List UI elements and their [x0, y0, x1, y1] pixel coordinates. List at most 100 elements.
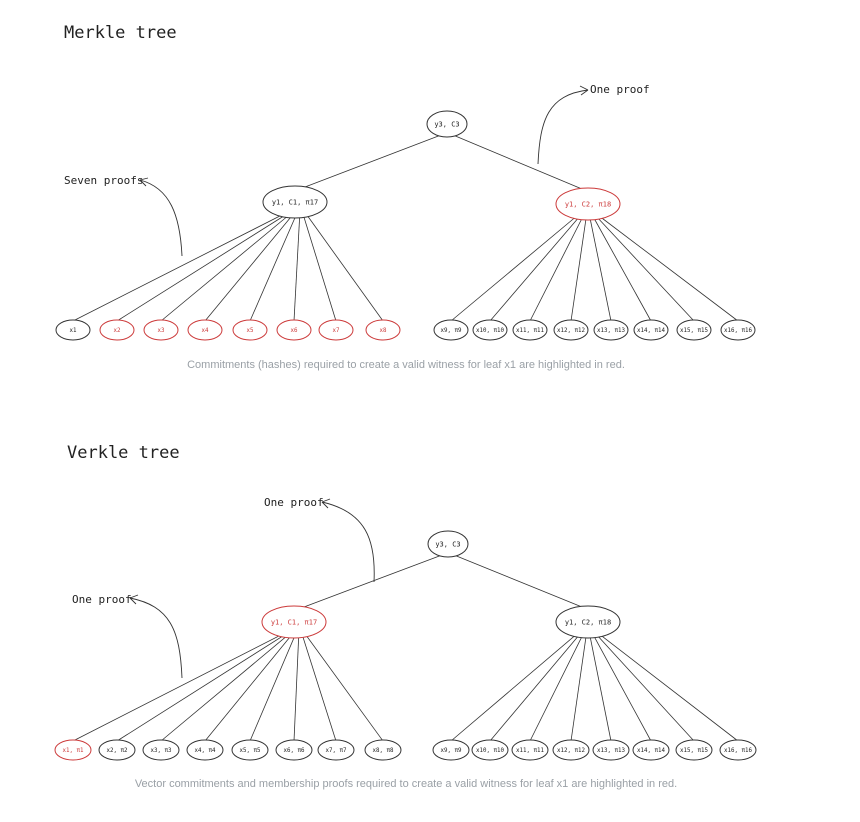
verkle-edge-mid-leaf-12 — [570, 633, 587, 742]
merkle-edge-root-mid-1 — [304, 134, 442, 188]
merkle-leaf-node-14 — [633, 319, 669, 341]
merkle-leaf-node-1 — [55, 319, 91, 341]
merkle-edge-mid-leaf-4 — [204, 213, 294, 322]
verkle-leaf-label-1: x1, π1 — [63, 748, 84, 754]
verkle-leaf-node-8 — [364, 739, 402, 761]
verkle-leaf-node-2 — [98, 739, 136, 761]
merkle-leaf-node-10 — [472, 319, 508, 341]
merkle-leaf-label-3: x3 — [158, 328, 165, 334]
verkle-edge-root-mid-2 — [453, 554, 583, 608]
verkle-edge-mid-leaf-6 — [293, 633, 300, 742]
verkle-leaf-node-4 — [186, 739, 224, 761]
merkle-edge-mid-leaf-1 — [72, 213, 284, 322]
verkle-edge-mid-leaf-1 — [72, 633, 283, 742]
verkle-leaf-label-15: x15, π15 — [680, 748, 708, 754]
merkle-leaf-label-15: x15, π15 — [680, 328, 708, 334]
merkle-edge-mid-leaf-5 — [249, 213, 297, 322]
merkle-edge-mid-leaf-6 — [293, 213, 301, 322]
verkle-leaf-node-5 — [231, 739, 269, 761]
verkle-note-one-proof-top: One proof — [264, 496, 324, 509]
merkle-leaf-node-11 — [512, 319, 548, 341]
verkle-edge-mid-leaf-2 — [116, 633, 287, 742]
verkle-leaf-node-9 — [432, 739, 470, 761]
verkle-mid-label-1: y1, C1, π17 — [271, 619, 317, 627]
merkle-leaf-label-13: x13, π13 — [597, 328, 625, 334]
merkle-edge-mid-leaf-3 — [160, 213, 291, 322]
verkle-leaf-node-12 — [552, 739, 590, 761]
merkle-leaf-node-12 — [553, 319, 589, 341]
merkle-leaf-node-5 — [232, 319, 268, 341]
verkle-leaf-node-14 — [632, 739, 670, 761]
merkle-edge-mid-leaf-11 — [529, 215, 584, 322]
verkle-edge-mid-leaf-11 — [529, 633, 584, 742]
merkle-mid-node-1 — [262, 185, 328, 219]
merkle-leaf-label-10: x10, π10 — [476, 328, 504, 334]
verkle-leaf-node-1 — [54, 739, 92, 761]
merkle-edge-mid-leaf-9 — [450, 215, 578, 322]
verkle-leaf-label-12: x12, π12 — [557, 748, 585, 754]
verkle-leaf-label-5: x5, π5 — [240, 748, 261, 754]
verkle-edge-root-mid-1 — [303, 554, 443, 608]
merkle-leaf-node-15 — [676, 319, 712, 341]
merkle-leaf-node-9 — [433, 319, 469, 341]
merkle-edge-mid-leaf-14 — [592, 215, 652, 322]
verkle-leaf-label-2: x2, π2 — [107, 748, 128, 754]
verkle-edge-mid-leaf-16 — [598, 633, 739, 742]
merkle-edge-mid-leaf-2 — [116, 213, 288, 322]
merkle-edge-mid-leaf-12 — [570, 215, 587, 322]
verkle-leaf-label-9: x9, π9 — [441, 748, 462, 754]
merkle-leaf-label-6: x6 — [291, 328, 298, 334]
merkle-mid-label-1: y1, C1, π17 — [272, 199, 318, 207]
verkle-root-node — [427, 530, 469, 558]
verkle-leaf-node-11 — [511, 739, 549, 761]
verkle-leaf-label-13: x13, π13 — [597, 748, 625, 754]
verkle-edge-mid-leaf-9 — [450, 633, 578, 742]
verkle-leaf-node-6 — [275, 739, 313, 761]
merkle-leaf-label-14: x14, π14 — [637, 328, 665, 334]
merkle-leaf-node-16 — [720, 319, 756, 341]
merkle-leaf-label-11: x11, π11 — [516, 328, 544, 334]
verkle-caption: Vector commitments and membership proofs… — [135, 778, 677, 790]
merkle-leaf-label-12: x12, π12 — [557, 328, 585, 334]
merkle-leaf-node-6 — [276, 319, 312, 341]
verkle-edge-mid-leaf-7 — [301, 633, 337, 742]
merkle-leaf-label-16: x16, π16 — [724, 328, 752, 334]
verkle-arrow-one-proof-top — [321, 498, 375, 583]
verkle-leaf-label-6: x6, π6 — [284, 748, 305, 754]
merkle-mid-label-2: y1, C2, π18 — [565, 201, 611, 209]
verkle-leaf-label-16: x16, π16 — [724, 748, 752, 754]
verkle-leaf-node-15 — [675, 739, 713, 761]
verkle-leaf-node-7 — [317, 739, 355, 761]
merkle-edge-mid-leaf-13 — [589, 215, 612, 322]
merkle-leaf-node-3 — [143, 319, 179, 341]
verkle-leaf-label-10: x10, π10 — [476, 748, 504, 754]
verkle-mid-node-2 — [555, 605, 621, 639]
merkle-note-one-proof: One proof — [590, 83, 650, 96]
verkle-mid-node-1 — [261, 605, 327, 639]
verkle-note-one-proof-left: One proof — [72, 593, 132, 606]
merkle-leaf-label-8: x8 — [380, 328, 387, 334]
merkle-edge-mid-leaf-8 — [305, 213, 384, 322]
merkle-leaf-label-4: x4 — [202, 328, 209, 334]
verkle-arrow-one-proof-left — [129, 594, 183, 679]
merkle-leaf-node-2 — [99, 319, 135, 341]
merkle-root-node — [426, 110, 468, 138]
verkle-title: Verkle tree — [67, 443, 180, 463]
merkle-leaf-label-1: x1 — [70, 328, 77, 334]
verkle-leaf-label-11: x11, π11 — [516, 748, 544, 754]
merkle-edge-root-mid-2 — [452, 134, 583, 190]
merkle-leaf-label-7: x7 — [333, 328, 340, 334]
merkle-arrow-one-proof — [537, 85, 589, 165]
verkle-leaf-node-3 — [142, 739, 180, 761]
merkle-edge-mid-leaf-10 — [489, 215, 581, 322]
verkle-leaf-label-4: x4, π4 — [195, 748, 216, 754]
merkle-caption: Commitments (hashes) required to create … — [187, 359, 625, 371]
verkle-leaf-node-13 — [592, 739, 630, 761]
merkle-leaf-node-7 — [318, 319, 354, 341]
verkle-leaf-label-7: x7, π7 — [326, 748, 347, 754]
verkle-edge-mid-leaf-4 — [204, 633, 293, 742]
verkle-edge-mid-leaf-5 — [249, 633, 296, 742]
merkle-edge-mid-leaf-7 — [302, 213, 337, 322]
verkle-root-label: y3, C3 — [435, 541, 460, 549]
